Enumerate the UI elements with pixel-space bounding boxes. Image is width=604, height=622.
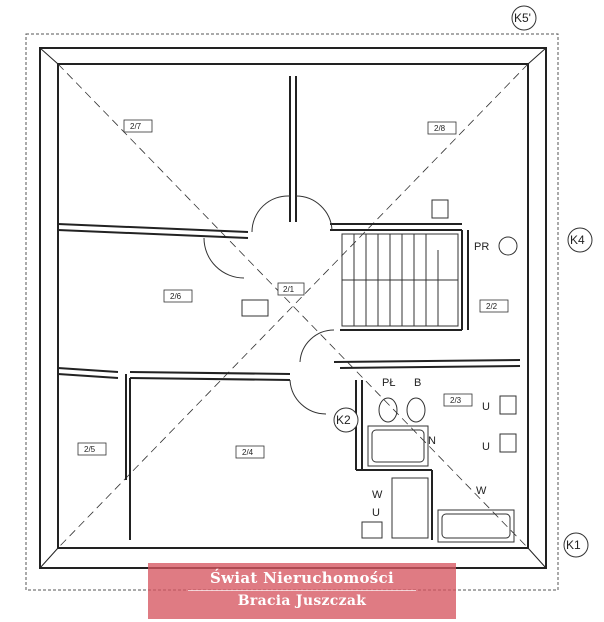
watermark-line-2: Bracia Juszczak [237,593,367,609]
room-label-2-3: 2/3 [450,396,462,405]
fixture-label-n: N [428,435,436,447]
door-swings [203,195,335,415]
bidet [406,397,426,423]
fireplace-vent [431,199,449,219]
axis-markers [333,5,593,558]
room-label-2-6: 2/6 [170,292,182,301]
staircase [341,233,459,327]
room-label-2-5: 2/5 [84,445,96,454]
fireplace-vent [241,299,269,317]
sink [499,433,517,453]
fixture-label-w: W [372,489,383,501]
fixture-label-u: U [372,507,380,519]
boiler [498,236,518,256]
sink [499,395,517,415]
room-label-2-7: 2/7 [130,122,142,131]
shower [391,477,429,539]
roof-outline [25,33,559,591]
room-label-2-1: 2/1 [283,285,295,294]
interior-walls [57,76,521,540]
fixture-label-w: W [476,485,487,497]
axis-marker-k5: K5' [514,11,531,25]
room-label-2-2: 2/2 [486,302,498,311]
fixture-label-u: U [482,441,490,453]
fixture-label-b: B [414,377,421,389]
bathtub [367,425,429,467]
toilet [378,397,398,423]
axis-marker-k2: K2 [336,413,351,427]
fixture-label-u: U [482,401,490,413]
hip-line [57,63,529,549]
outer-wall [39,47,547,569]
room-label-2-8: 2/8 [434,124,446,133]
axis-marker-k1: K1 [566,538,581,552]
bathroom-fixtures [241,199,518,543]
fixture-label-pl: PŁ [382,377,395,389]
agency-watermark: Świat Nieruchomości Bracia Juszczak [148,563,456,619]
hip-line [57,63,529,549]
room-label-2-4: 2/4 [242,448,254,457]
bath-bottom [437,509,515,543]
axis-marker-k4: K4 [570,233,585,247]
fixture-label-pr: PR [474,241,489,253]
watermark-line-1: Świat Nieruchomości [210,569,394,587]
watermark-divider [188,590,416,591]
outer-wall-inner [57,63,529,549]
washing-machine [361,521,383,539]
